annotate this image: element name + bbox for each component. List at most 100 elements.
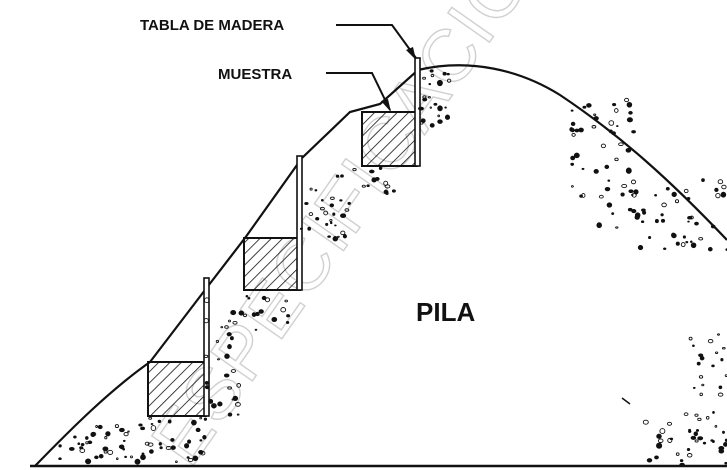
gravel-dot xyxy=(204,385,210,390)
gravel-dot xyxy=(612,103,617,107)
gravel-dot xyxy=(687,215,693,220)
gravel-dot xyxy=(344,208,350,212)
gravel-dot xyxy=(304,202,309,205)
gravel-dot xyxy=(625,147,632,153)
gravel-dot xyxy=(309,187,313,191)
gravel-dot xyxy=(705,415,710,420)
gravel-dot xyxy=(570,155,576,161)
gravel-dot xyxy=(611,212,615,215)
gravel-dot xyxy=(671,233,677,239)
gravel-dot xyxy=(247,297,251,300)
gravel-dot xyxy=(586,103,592,108)
gravel-dot xyxy=(203,318,209,324)
board-arrowhead xyxy=(406,47,416,60)
gravel-dot xyxy=(271,316,278,323)
gravel-dot xyxy=(330,196,335,200)
gravel-dot xyxy=(648,235,652,240)
gravel-dot xyxy=(694,221,699,226)
sample-label: MUESTRA xyxy=(218,66,292,83)
sample-arrowhead xyxy=(381,99,391,112)
gravel-dot xyxy=(335,174,340,178)
gravel-dot xyxy=(340,174,344,178)
gravel-dot xyxy=(73,435,77,439)
gravel-dot xyxy=(570,127,575,133)
wooden-board-1 xyxy=(203,277,210,417)
gravel-dot xyxy=(611,131,616,136)
gravel-dot xyxy=(323,210,329,216)
gravel-dot xyxy=(654,194,658,197)
gravel-dot xyxy=(327,235,331,238)
gravel-dot xyxy=(429,69,434,73)
gravel-dot xyxy=(307,226,312,231)
gravel-dot xyxy=(391,189,396,193)
gravel-dot xyxy=(686,447,691,452)
gravel-dot xyxy=(683,412,689,417)
gravel-dot xyxy=(698,237,704,241)
gravel-dot xyxy=(418,106,424,111)
gravel-dot xyxy=(679,462,685,467)
gravel-dot xyxy=(199,416,203,420)
gravel-dot xyxy=(444,106,447,109)
gravel-dot xyxy=(656,433,662,439)
gravel-dot xyxy=(596,222,602,229)
gravel-dot xyxy=(694,439,699,443)
gravel-dot xyxy=(245,294,249,298)
gravel-dot xyxy=(215,339,220,343)
gravel-dot xyxy=(191,419,197,426)
gravel-dot xyxy=(631,193,634,197)
gravel-dot xyxy=(570,109,574,112)
gravel-dot xyxy=(618,142,624,147)
gravel-dot xyxy=(337,235,340,238)
gravel-dot xyxy=(614,108,619,113)
gravel-dot xyxy=(422,95,427,99)
gravel-dot xyxy=(340,213,347,219)
gravel-dot xyxy=(694,413,699,417)
gravel-dot xyxy=(621,183,628,189)
gravel-dot xyxy=(626,101,633,108)
gravel-dot xyxy=(701,178,705,182)
gravel-dot xyxy=(697,436,704,441)
gravel-dot xyxy=(200,450,206,456)
gravel-dot xyxy=(157,419,162,424)
gravel-dot xyxy=(571,132,576,137)
gravel-dot xyxy=(339,199,343,202)
gravel-dot xyxy=(714,351,719,354)
gravel-dot xyxy=(85,458,92,465)
gravel-dot xyxy=(701,383,705,387)
gravel-dot xyxy=(258,309,264,314)
sample-box-2 xyxy=(243,237,301,291)
gravel-dot xyxy=(628,189,634,194)
gravel-dot xyxy=(211,403,217,409)
gravel-dot xyxy=(660,218,666,223)
gravel-dot xyxy=(654,219,659,224)
gravel-dot xyxy=(718,445,725,451)
gravel-dot xyxy=(437,114,441,118)
gravel-dot xyxy=(428,83,432,86)
gravel-dot xyxy=(98,453,104,459)
gravel-dot xyxy=(608,129,613,134)
gravel-dot xyxy=(692,386,696,389)
gravel-dot xyxy=(642,419,649,425)
gravel-dot xyxy=(187,439,192,444)
gravel-dot xyxy=(634,215,640,220)
gravel-dot xyxy=(134,458,141,465)
gravel-dot xyxy=(682,235,686,239)
gravel-dot xyxy=(378,166,383,170)
step-2 xyxy=(243,155,303,291)
gravel-dot xyxy=(87,440,93,445)
gravel-dot xyxy=(698,375,704,379)
gravel-dot xyxy=(280,307,287,313)
gravel-dot xyxy=(717,333,720,336)
gravel-dot xyxy=(285,321,290,324)
gravel-dot xyxy=(570,121,576,127)
gravel-dot xyxy=(721,184,727,190)
gravel-texture xyxy=(58,69,727,467)
gravel-dot xyxy=(148,416,153,420)
gravel-dot xyxy=(308,212,314,217)
gravel-dot xyxy=(436,79,443,87)
gravel-dot xyxy=(696,361,701,366)
gravel-dot xyxy=(591,125,597,129)
gravel-dot xyxy=(429,106,433,109)
gravel-dot xyxy=(659,428,666,435)
gravel-dot xyxy=(430,74,435,78)
